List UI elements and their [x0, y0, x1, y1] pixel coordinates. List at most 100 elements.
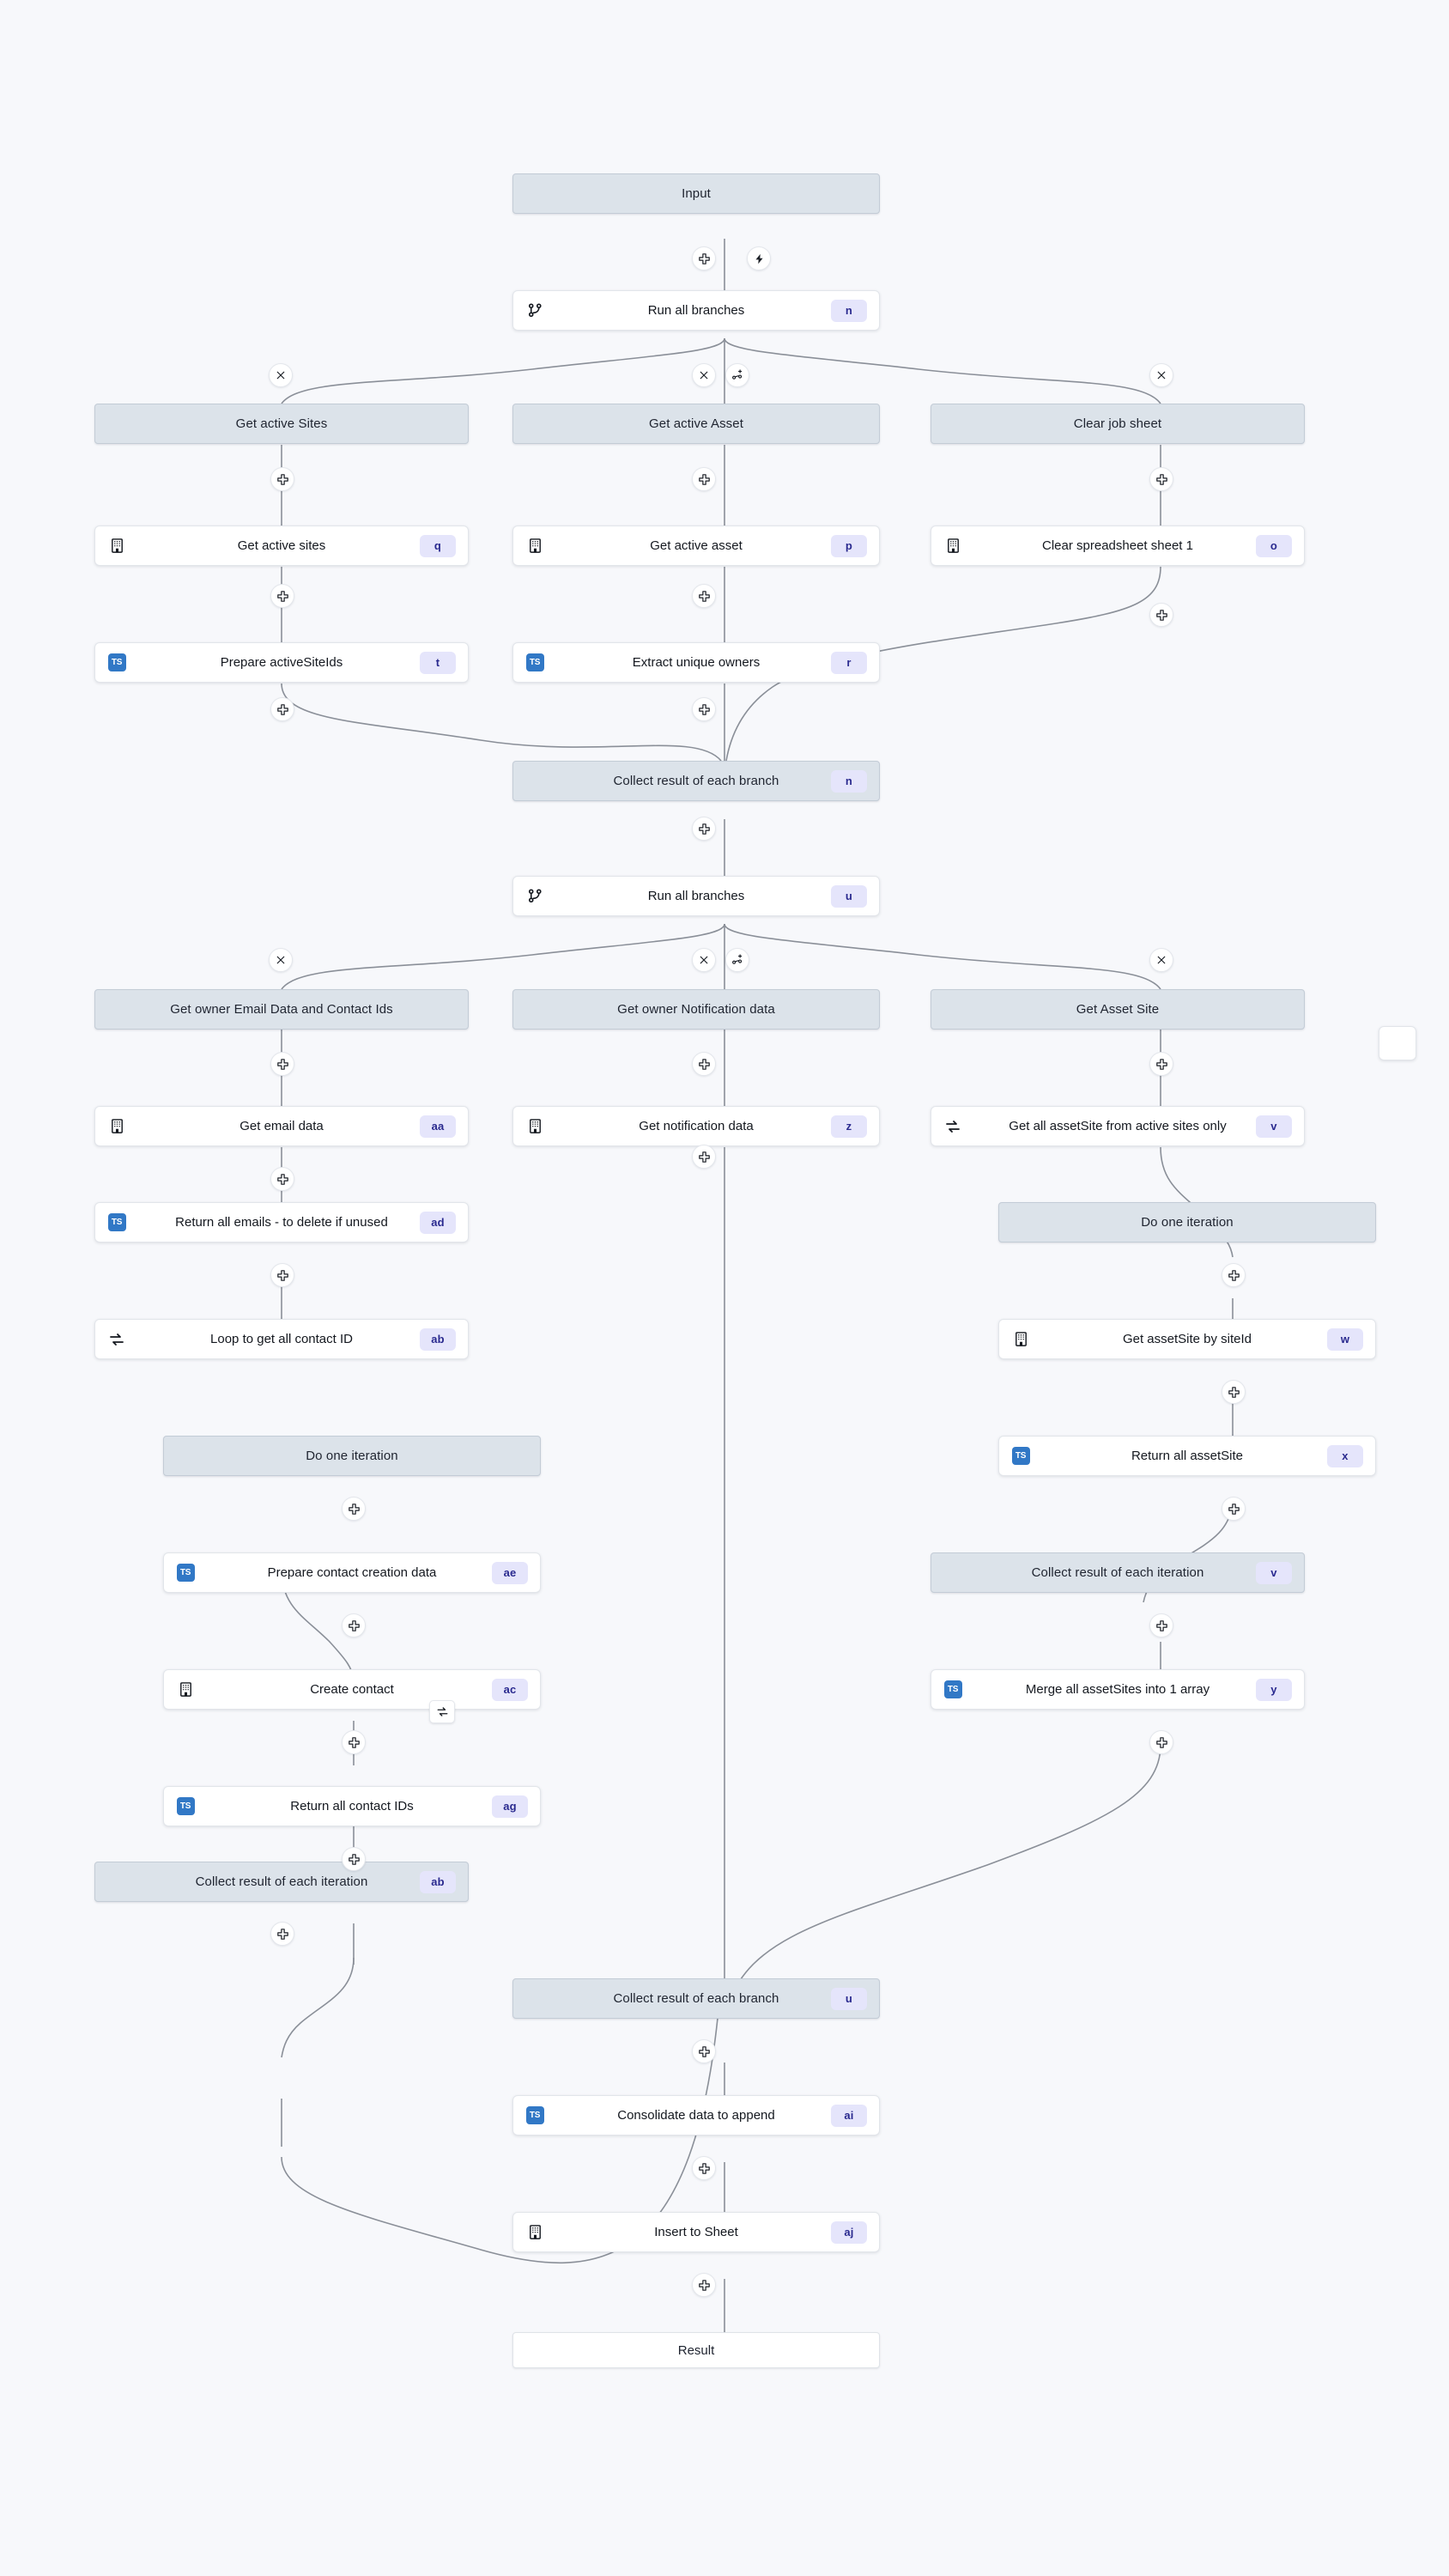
group-do-one-iteration-left[interactable]: Do one iteration: [163, 1436, 541, 1476]
branch-icon: [525, 301, 544, 320]
node-clear-spreadsheet-sheet-1[interactable]: Clear spreadsheet sheet 1 o: [931, 526, 1305, 566]
group-get-owner-notification-data-label: Get owner Notification data: [617, 1002, 775, 1017]
close-branch-handle-left[interactable]: [269, 363, 293, 387]
node-offscreen-partial[interactable]: [1379, 1026, 1416, 1060]
close-branch-handle-right[interactable]: [1149, 948, 1173, 972]
node-create-contact-badge: ac: [492, 1678, 528, 1701]
add-node-handle[interactable]: [692, 1145, 716, 1169]
loop-icon: [107, 1330, 126, 1349]
app-icon: [107, 1117, 126, 1136]
node-get-email-data-badge: aa: [420, 1115, 456, 1138]
close-branch-handle-mid[interactable]: [692, 363, 716, 387]
group-do-one-iteration-right[interactable]: Do one iteration: [998, 1202, 1376, 1242]
add-node-handle[interactable]: [342, 1730, 366, 1754]
plus-icon: [698, 2045, 710, 2057]
node-collect-iteration-right[interactable]: Collect result of each iteration v: [931, 1552, 1305, 1593]
node-get-all-assetsite[interactable]: Get all assetSite from active sites only…: [931, 1106, 1305, 1146]
plus-icon: [698, 590, 710, 602]
app-icon: [1011, 1330, 1030, 1349]
add-node-handle[interactable]: [270, 467, 294, 491]
node-collect-branch-1-badge: n: [831, 769, 867, 793]
add-node-handle[interactable]: [1149, 1613, 1173, 1637]
add-node-handle[interactable]: [342, 1847, 366, 1871]
add-node-handle[interactable]: [270, 1167, 294, 1191]
node-return-all-assetsite[interactable]: TS Return all assetSite x: [998, 1436, 1376, 1476]
node-get-active-asset[interactable]: Get active asset p: [512, 526, 880, 566]
add-node-handle[interactable]: [692, 2273, 716, 2297]
node-return-all-contact-ids-label: Return all contact IDs: [290, 1799, 414, 1814]
add-node-handle[interactable]: [692, 2156, 716, 2180]
add-node-handle[interactable]: [692, 1052, 716, 1076]
node-collect-iteration-left[interactable]: Collect result of each iteration ab: [94, 1862, 469, 1902]
add-node-handle[interactable]: [1222, 1263, 1246, 1287]
node-get-notification-data[interactable]: Get notification data z: [512, 1106, 880, 1146]
node-prepare-active-site-ids[interactable]: TS Prepare activeSiteIds t: [94, 642, 469, 683]
plus-icon: [276, 1269, 288, 1281]
node-return-all-emails[interactable]: TS Return all emails - to delete if unus…: [94, 1202, 469, 1242]
plus-icon: [698, 703, 710, 715]
close-icon: [700, 371, 708, 380]
add-node-handle[interactable]: [270, 1922, 294, 1946]
app-icon: [525, 2223, 544, 2242]
add-node-handle[interactable]: [270, 1263, 294, 1287]
close-branch-handle-left[interactable]: [269, 948, 293, 972]
node-insert-to-sheet[interactable]: Insert to Sheet aj: [512, 2212, 880, 2252]
node-create-contact-loop-chip[interactable]: [429, 1700, 455, 1723]
group-get-owner-email-data[interactable]: Get owner Email Data and Contact Ids: [94, 989, 469, 1030]
add-node-handle[interactable]: [342, 1613, 366, 1637]
plus-icon: [1155, 1736, 1167, 1748]
node-collect-branch-1[interactable]: Collect result of each branch n: [512, 761, 880, 801]
node-input[interactable]: Input: [512, 173, 880, 214]
node-get-email-data[interactable]: Get email data aa: [94, 1106, 469, 1146]
node-collect-branch-2[interactable]: Collect result of each branch u: [512, 1978, 880, 2019]
add-node-handle[interactable]: [270, 697, 294, 721]
add-node-handle[interactable]: [692, 697, 716, 721]
group-get-owner-notification-data[interactable]: Get owner Notification data: [512, 989, 880, 1030]
plus-icon: [698, 252, 710, 264]
node-collect-iteration-left-badge: ab: [420, 1870, 456, 1893]
node-get-assetsite-by-siteid[interactable]: Get assetSite by siteId w: [998, 1319, 1376, 1359]
node-loop-get-contact-id[interactable]: Loop to get all contact ID ab: [94, 1319, 469, 1359]
node-collect-branch-2-label: Collect result of each branch: [613, 1991, 779, 2006]
add-node-handle[interactable]: [270, 584, 294, 608]
group-get-asset-site-label: Get Asset Site: [1076, 1002, 1160, 1017]
group-clear-job-sheet[interactable]: Clear job sheet: [931, 404, 1305, 444]
add-node-handle[interactable]: [1149, 1730, 1173, 1754]
close-branch-handle-right[interactable]: [1149, 363, 1173, 387]
node-get-active-sites[interactable]: Get active sites q: [94, 526, 469, 566]
node-run-all-branches-2[interactable]: Run all branches u: [512, 876, 880, 916]
add-node-handle[interactable]: [692, 817, 716, 841]
node-merge-all-assetsites[interactable]: TS Merge all assetSites into 1 array y: [931, 1669, 1305, 1710]
add-node-handle[interactable]: [692, 2039, 716, 2063]
node-prepare-contact-creation-data[interactable]: TS Prepare contact creation data ae: [163, 1552, 541, 1593]
plus-icon: [698, 473, 710, 485]
node-collect-branch-2-badge: u: [831, 1987, 867, 2010]
add-node-handle[interactable]: [1149, 603, 1173, 627]
node-prepare-active-site-ids-badge: t: [420, 651, 456, 674]
add-node-handle[interactable]: [1222, 1380, 1246, 1404]
add-node-handle[interactable]: [692, 246, 716, 270]
node-return-all-contact-ids[interactable]: TS Return all contact IDs ag: [163, 1786, 541, 1826]
node-consolidate-data[interactable]: TS Consolidate data to append ai: [512, 2095, 880, 2136]
add-node-handle[interactable]: [1222, 1497, 1246, 1521]
trigger-handle[interactable]: [747, 246, 771, 270]
close-branch-handle-mid[interactable]: [692, 948, 716, 972]
add-node-handle[interactable]: [692, 584, 716, 608]
node-run-all-branches-1[interactable]: Run all branches n: [512, 290, 880, 331]
add-node-handle[interactable]: [342, 1497, 366, 1521]
add-node-handle[interactable]: [1149, 467, 1173, 491]
add-node-handle[interactable]: [270, 1052, 294, 1076]
node-result[interactable]: Result: [512, 2332, 880, 2368]
add-branch-handle-2[interactable]: [725, 948, 749, 972]
add-branch-handle-1[interactable]: [725, 363, 749, 387]
close-icon: [276, 371, 285, 380]
node-create-contact[interactable]: Create contact ac: [163, 1669, 541, 1710]
group-get-active-asset[interactable]: Get active Asset: [512, 404, 880, 444]
add-node-handle[interactable]: [692, 467, 716, 491]
group-get-active-sites[interactable]: Get active Sites: [94, 404, 469, 444]
node-extract-unique-owners[interactable]: TS Extract unique owners r: [512, 642, 880, 683]
plus-icon: [1228, 1269, 1240, 1281]
add-node-handle[interactable]: [1149, 1052, 1173, 1076]
group-get-asset-site[interactable]: Get Asset Site: [931, 989, 1305, 1030]
